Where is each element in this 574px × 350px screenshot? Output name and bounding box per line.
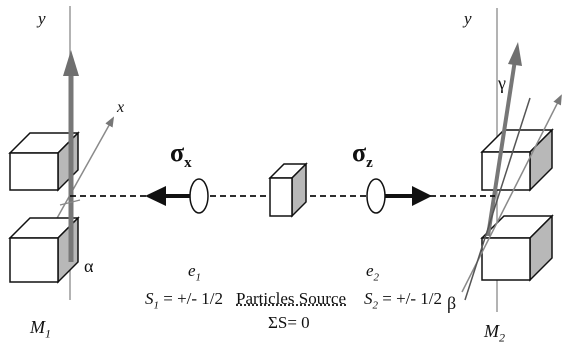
left-magnet-label-sub: 1	[45, 326, 51, 341]
left-alpha-arrowhead	[63, 50, 79, 76]
right-measurement-axis-gamma	[486, 59, 517, 237]
sigma-x-sub: x	[184, 155, 192, 172]
right-measurement-axis-beta	[464, 97, 531, 301]
left-spin-number: = +/- 1/2	[163, 289, 224, 308]
left-upper-magnet-block	[8, 131, 80, 192]
sigma-z-main: σ	[352, 138, 367, 167]
left-x-axis-label: x	[117, 99, 125, 116]
right-gamma-label: γ	[498, 73, 506, 93]
right-magnet-label: M2	[484, 322, 505, 344]
particle-source-title: Particles Source	[236, 289, 346, 308]
right-particle	[366, 178, 432, 214]
left-spin-value: S1 = +/- 1/2	[145, 290, 223, 311]
left-magnet-label: M1	[30, 318, 51, 340]
left-lower-magnet-block	[8, 216, 80, 284]
left-particle-name-main: e	[188, 261, 196, 280]
left-particle-name: e1	[188, 262, 201, 283]
sigma-z-sub: z	[366, 155, 373, 172]
sigma-x-label: σx	[170, 140, 192, 171]
right-particle-circle	[366, 178, 386, 214]
right-spin-number: = +/- 1/2	[382, 289, 443, 308]
right-lower-magnet-block	[480, 214, 554, 282]
left-magnet-label-main: M	[30, 317, 45, 337]
left-spin-main: S	[145, 289, 154, 308]
left-magnet-assembly	[8, 6, 115, 300]
right-spin-sub: 2	[372, 299, 379, 312]
right-spin-value: S2 = +/- 1/2	[364, 290, 442, 311]
particle-source-cube	[268, 162, 308, 218]
left-alpha-label: α	[84, 256, 94, 276]
right-magnet-assembly	[461, 8, 562, 312]
right-particle-name-main: e	[366, 261, 374, 280]
right-y-axis-label: y	[464, 9, 472, 28]
left-particle-name-sub: 1	[195, 271, 202, 284]
sigma-z-label: σz	[352, 140, 373, 171]
right-magnet-label-sub: 2	[499, 330, 505, 345]
total-spin-label: ΣS= 0	[268, 313, 310, 332]
left-particle	[145, 178, 209, 214]
left-arrowhead	[145, 186, 166, 206]
right-gamma-arrowhead	[508, 42, 522, 66]
right-particle-name: e2	[366, 262, 379, 283]
right-spin-main: S	[364, 289, 373, 308]
right-arrowhead	[412, 186, 432, 206]
right-particle-name-sub: 2	[373, 271, 380, 284]
left-spin-sub: 1	[153, 299, 160, 312]
right-magnet-label-main: M	[484, 321, 499, 341]
right-upper-magnet-block	[480, 128, 554, 192]
left-y-axis-label: y	[38, 9, 46, 28]
right-beta-label: β	[447, 293, 457, 313]
left-particle-circle	[189, 178, 209, 214]
sigma-x-main: σ	[170, 138, 185, 167]
